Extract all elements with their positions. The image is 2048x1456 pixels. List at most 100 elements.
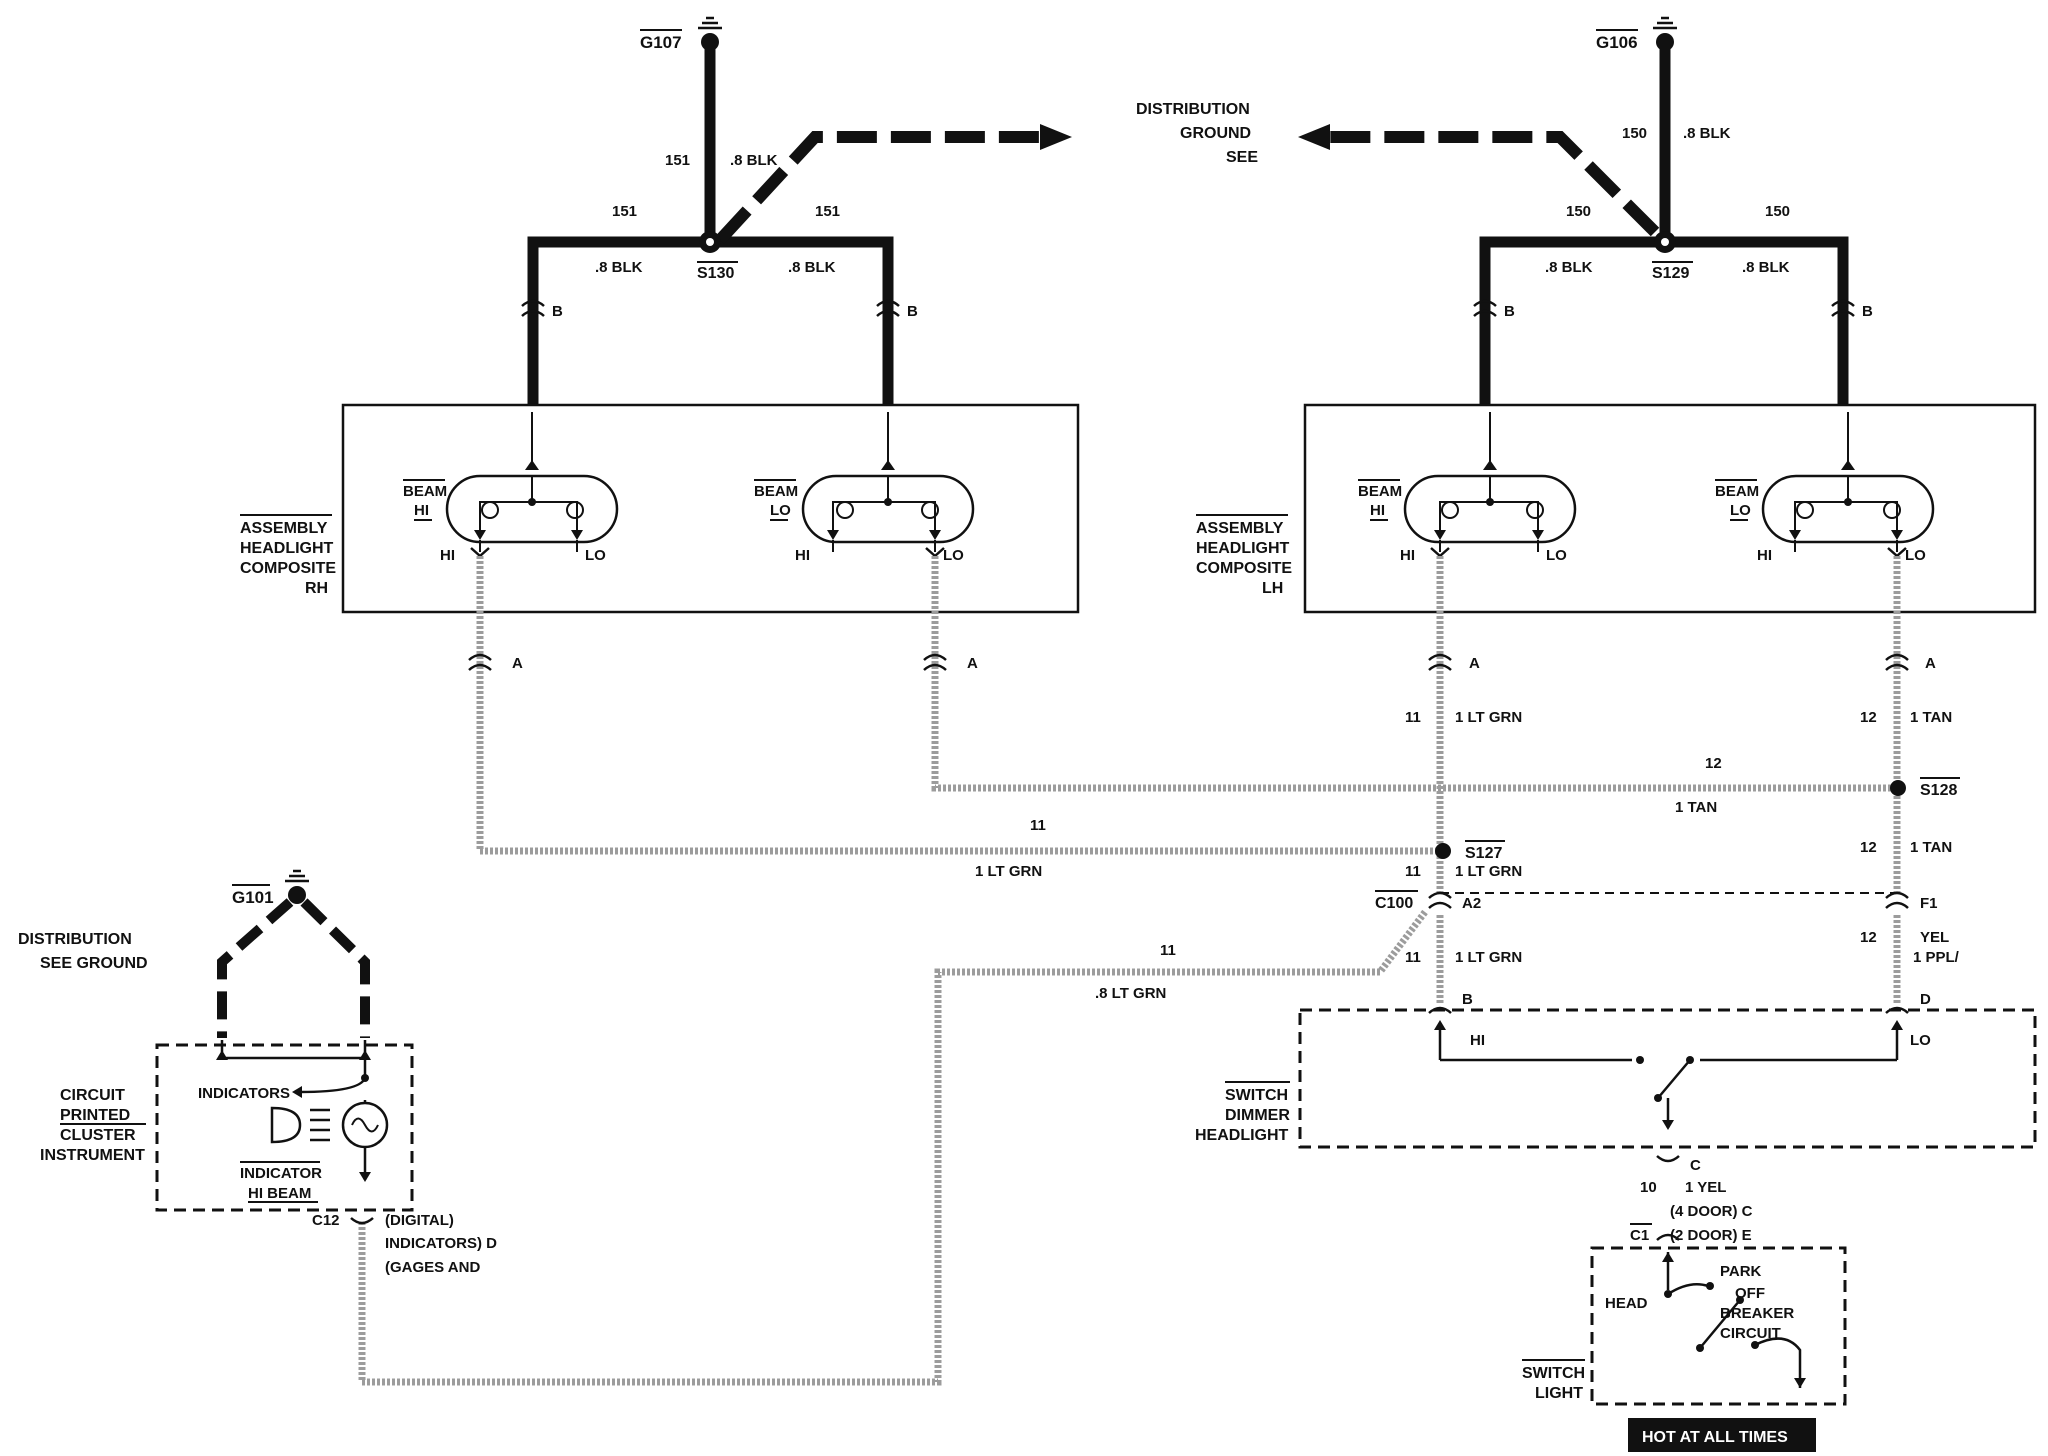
wire-num-label: 150: [1622, 125, 1647, 142]
headlight-dimmer-switch: B D HI LO SWITCH DIMMER HEADLIGHT: [1195, 991, 2037, 1149]
wire-label: 12: [1860, 709, 1877, 726]
beam-label: HI: [1370, 502, 1385, 519]
ground-wire-left: [217, 898, 294, 1038]
wire-num-label: 151: [665, 152, 690, 169]
wire-blk-label: .8 BLK: [595, 259, 643, 276]
circuit-breaker-label: BREAKER: [1720, 1305, 1794, 1322]
wire-label: 1 TAN: [1675, 799, 1717, 816]
wire-label: 12: [1860, 929, 1877, 946]
connector-a2-icon: [1428, 891, 1452, 909]
pin-label: B: [1462, 991, 1473, 1008]
arrow-right-icon: [1040, 124, 1072, 150]
beam-label: HI: [1757, 547, 1772, 564]
beam-label: HI: [440, 547, 455, 564]
lh-ground-circuit: G106 .8 BLK 150 150 150 .8 BLK .8 BLK S1…: [1298, 16, 1873, 406]
ground-distribution-note: SEE GROUND: [40, 955, 148, 972]
wire-label: 11: [1405, 863, 1421, 880]
ground-symbol-icon: [698, 16, 722, 30]
pin-label: A: [1469, 655, 1480, 672]
ground-distribution-line: GROUND: [1180, 125, 1251, 142]
signal-wires: A A A A S127 S128 1 LT GRN 11 1 TAN 12 1…: [358, 556, 1960, 1386]
wire-12-tan: [931, 556, 1898, 792]
beam-label: LO: [1546, 547, 1567, 564]
connector-a-icon: [468, 653, 492, 671]
wire-label: 1 YEL: [1685, 1179, 1726, 1196]
ground-distribution-line: SEE: [1226, 149, 1258, 166]
lh-assembly-title: COMPOSITE: [1196, 560, 1292, 577]
dimmer-switch-title: SWITCH: [1225, 1087, 1288, 1104]
beam-label: BEAM: [403, 483, 447, 500]
wire-num-label: 150: [1765, 203, 1790, 220]
light-switch-title: SWITCH: [1522, 1365, 1585, 1382]
pin-label: A: [1925, 655, 1936, 672]
lh-assembly-title: LH: [1262, 580, 1283, 597]
indicators-label: INDICATORS: [198, 1085, 290, 1102]
ground-distribution-note: DISTRIBUTION: [18, 931, 132, 948]
light-switch-title: LIGHT: [1535, 1385, 1583, 1402]
pin-label: C: [1690, 1157, 1701, 1174]
wire-11-lt-grn: [476, 556, 1443, 855]
beam-label: LO: [585, 547, 606, 564]
beam-label: BEAM: [754, 483, 798, 500]
c12-label: C12: [312, 1212, 340, 1229]
wire-blk-label: .8 BLK: [1545, 259, 1593, 276]
beam-label: HI: [795, 547, 810, 564]
wire-label: 12: [1860, 839, 1877, 856]
wire-label: 1 LT GRN: [1455, 863, 1522, 880]
connector-a-icon: [923, 653, 947, 671]
wire-label: 1 LT GRN: [1455, 709, 1522, 726]
circuit-breaker-label: CIRCUIT: [1720, 1325, 1781, 1342]
lh-headlight-assembly: BEAM HI BEAM LO HI LO HI LO ASSEMBLY HEA…: [1196, 403, 2037, 614]
rh-ground-circuit: G107 .8 BLK 151 151 151 .8 BLK .8 BLK S1…: [521, 16, 1072, 406]
wire-label: 11: [1030, 817, 1046, 834]
beam-label: HI: [1400, 547, 1415, 564]
g106-ground-point: [1656, 33, 1674, 51]
pin-label: A: [512, 655, 523, 672]
s128-splice: [1890, 780, 1906, 796]
dimmer-switch-title: HEADLIGHT: [1195, 1127, 1289, 1144]
g107-label: G107: [640, 33, 682, 52]
instrument-cluster: G101 DISTRIBUTION SEE GROUND INDICATORS …: [18, 869, 497, 1276]
dimmer-hi-label: HI: [1470, 1032, 1485, 1049]
connector-b-icon: [1428, 1006, 1452, 1014]
ground-symbol-icon: [1653, 16, 1677, 30]
wire-label: 11: [1405, 709, 1421, 726]
wire-label: 1 LT GRN: [975, 863, 1042, 880]
g106-label: G106: [1596, 33, 1638, 52]
s127-label: S127: [1465, 845, 1502, 862]
pin-label: A: [967, 655, 978, 672]
park-label: PARK: [1720, 1263, 1762, 1280]
wire-08-lt-grn: [358, 909, 1428, 1386]
rh-assembly-title: ASSEMBLY: [240, 520, 328, 537]
gages-label: INDICATORS) D: [385, 1235, 497, 1252]
beam-label: BEAM: [1358, 483, 1402, 500]
door-label: (4 DOOR) C: [1670, 1203, 1753, 1220]
beam-label: LO: [1730, 502, 1751, 519]
rh-assembly-title: RH: [305, 580, 328, 597]
beam-label: BEAM: [1715, 483, 1759, 500]
s127-splice: [1435, 843, 1451, 859]
hi-beam-indicator-label: HI BEAM: [248, 1185, 311, 1202]
pin-label: D: [1920, 991, 1931, 1008]
wire-label: 1 LT GRN: [1455, 949, 1522, 966]
hi-beam-indicator-label: INDICATOR: [240, 1165, 322, 1182]
connector-c12-icon: [350, 1217, 374, 1225]
connector-d-icon: [1885, 1006, 1909, 1014]
dimmer-lo-label: LO: [1910, 1032, 1931, 1049]
connector-b-icon: [876, 299, 900, 317]
c100-connector: C100 A2 F1: [1375, 890, 1938, 912]
ground-symbol-icon: [285, 869, 309, 883]
s130-label: S130: [697, 265, 734, 282]
wire-num-label: 151: [815, 203, 840, 220]
rh-assembly-title: COMPOSITE: [240, 560, 336, 577]
rh-headlight-box: [341, 403, 1080, 614]
wire-label: 1 TAN: [1910, 709, 1952, 726]
beam-label: LO: [1905, 547, 1926, 564]
wire-label: .8 LT GRN: [1095, 985, 1166, 1002]
pin-label: B: [1862, 303, 1873, 320]
pin-label: B: [552, 303, 563, 320]
lh-headlight-box: [1303, 403, 2037, 614]
wire-blk-label: .8 BLK: [730, 152, 778, 169]
beam-label: LO: [770, 502, 791, 519]
dimmer-switch-title: DIMMER: [1225, 1107, 1290, 1124]
